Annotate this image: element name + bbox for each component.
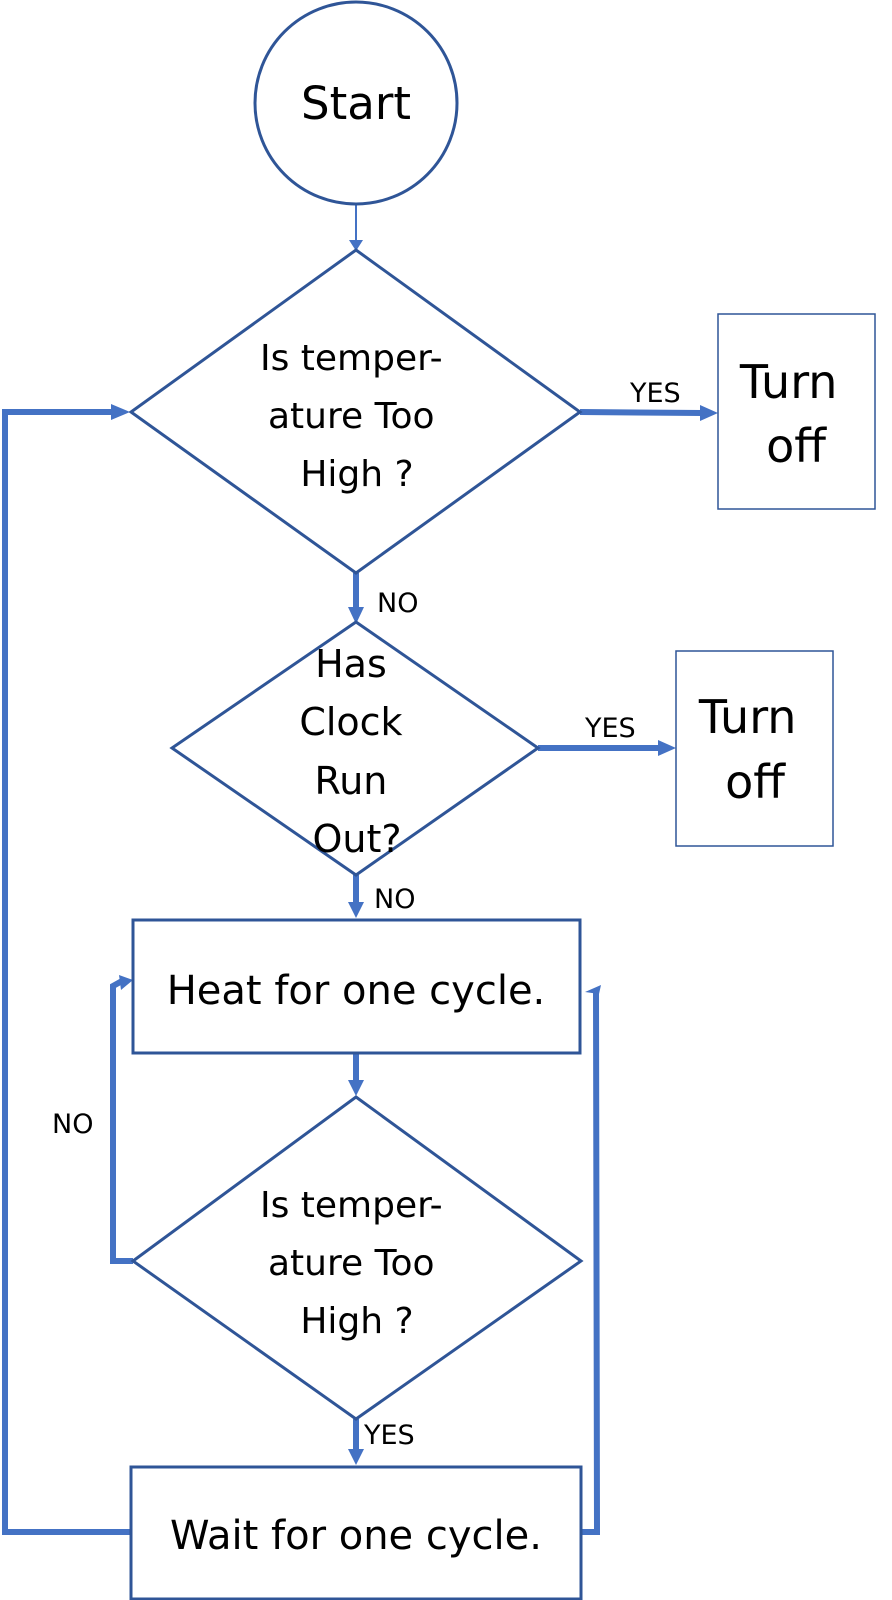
- svg-text:Turn off: Turn off: [739, 355, 852, 473]
- decision-recheck-line-1: Is temper-: [260, 1185, 443, 1226]
- svg-text:Turn off: Turn off: [698, 690, 811, 809]
- label-temp-recheck-yes: YES: [363, 1420, 415, 1451]
- svg-text:Has Clock Run: Has Clock Run Out?: [299, 642, 414, 861]
- label-temp-recheck-no: NO: [52, 1109, 93, 1140]
- decision-clock-run-out: Has Clock Run Out?: [169, 620, 541, 877]
- decision-temperature-too-high: Is temper- ature Too High ?: [128, 248, 583, 575]
- connector-temp-check-yes: [579, 405, 718, 421]
- connector-wait-to-temp-check-loop: [2, 404, 131, 1535]
- decision-clock-line-4: Out?: [312, 817, 401, 861]
- decision-temperature-line-3: High ?: [300, 454, 413, 495]
- svg-text:Is temper- ature Too: Is temper- ature Too High ?: [260, 338, 454, 495]
- turn-off-box-1: Turn off: [717, 313, 876, 510]
- decision-clock-line-3: Run: [315, 759, 388, 803]
- connector-clock-check-no: [348, 875, 364, 918]
- wait-process-label: Wait for one cycle.: [170, 1513, 542, 1559]
- decision-clock-line-2: Clock: [299, 700, 402, 744]
- start-label: Start: [301, 77, 411, 130]
- svg-text:Heat for one cycle.: Heat for one cycle.: [167, 968, 546, 1014]
- turn-off-1-line-1: Turn: [739, 355, 838, 409]
- decision-temperature-recheck: Is temper- ature Too High ?: [130, 1095, 584, 1421]
- connector-temp-recheck-no-loop: [110, 975, 133, 1264]
- connector-heat-to-temp-check: [348, 1054, 364, 1096]
- label-clock-check-yes: YES: [584, 713, 636, 744]
- turn-off-2-line-2: off: [725, 755, 786, 809]
- connector-wait-to-heat-loop: [582, 985, 601, 1535]
- connector-clock-check-yes: [538, 740, 676, 756]
- connector-temp-recheck-yes: [348, 1419, 364, 1465]
- label-clock-check-no: NO: [374, 884, 415, 915]
- decision-clock-line-1: Has: [315, 642, 387, 686]
- label-temp-check-no: NO: [377, 588, 418, 619]
- decision-temperature-line-1: Is temper-: [260, 338, 443, 379]
- heat-process-label: Heat for one cycle.: [167, 968, 546, 1014]
- svg-text:Start: Start: [301, 77, 411, 130]
- turn-off-box-2: Turn off: [675, 650, 834, 847]
- connector-start-to-temp-check: [349, 205, 363, 251]
- svg-text:Is temper- ature Too: Is temper- ature Too High ?: [260, 1185, 454, 1342]
- decision-recheck-line-2: ature Too: [268, 1243, 435, 1284]
- decision-temperature-line-2: ature Too: [268, 396, 435, 437]
- decision-recheck-line-3: High ?: [300, 1301, 413, 1342]
- turn-off-2-line-1: Turn: [698, 690, 797, 744]
- wait-process-box: Wait for one cycle.: [129, 1465, 583, 1600]
- connector-temp-check-no: [348, 573, 364, 624]
- start-node: Start: [253, 0, 459, 206]
- heat-process-box: Heat for one cycle.: [131, 918, 582, 1055]
- label-temp-check-yes: YES: [629, 378, 681, 409]
- turn-off-1-line-2: off: [766, 419, 827, 473]
- svg-text:Wait for one cycle.: Wait for one cycle.: [170, 1513, 542, 1559]
